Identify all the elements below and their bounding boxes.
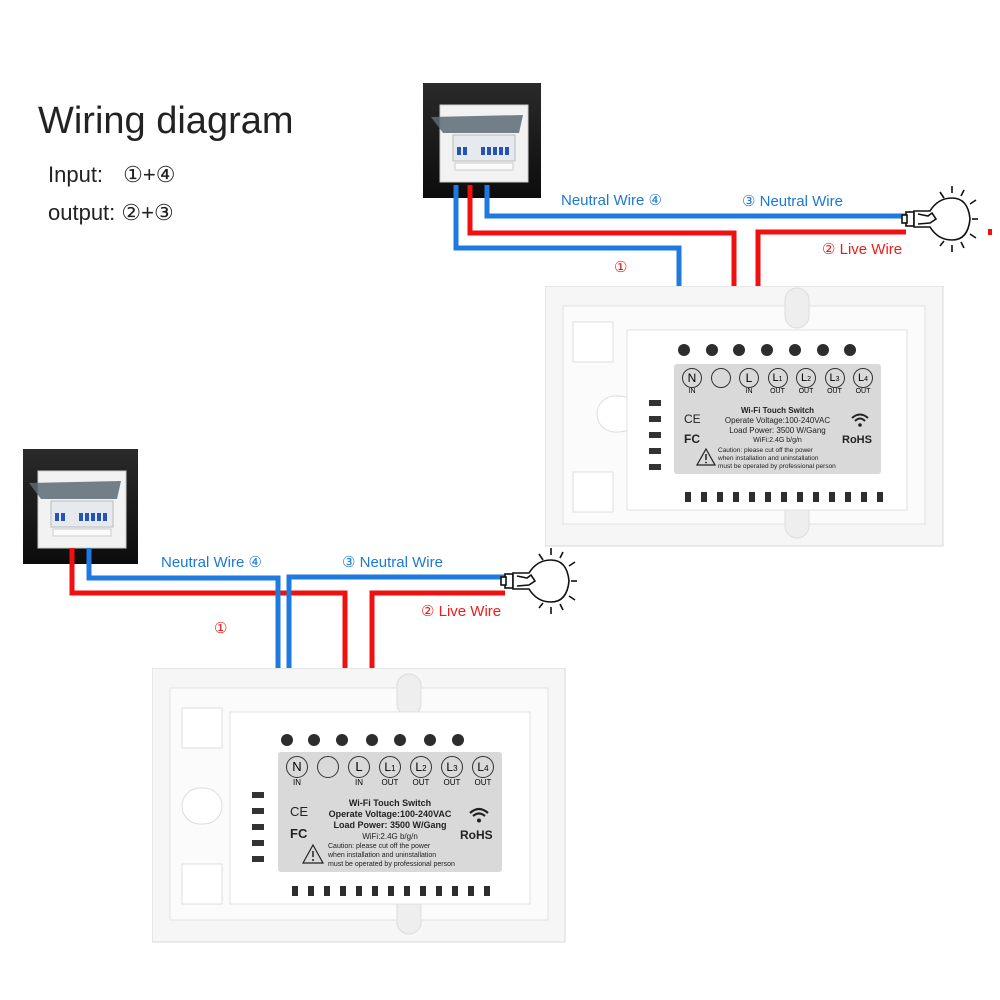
- bottom-light-bulb-icon: [500, 548, 577, 614]
- terminal-l3: L3 OUT: [439, 756, 465, 787]
- bottom-switch-spec-label: N IN L IN L1 OUT L2 OUT L3 OUT: [278, 752, 502, 872]
- terminal-row: N IN L IN L1 OUT L2 OUT L3 OUT: [278, 752, 502, 787]
- terminal-n: N IN: [680, 368, 704, 395]
- output-value: ②+③: [121, 200, 174, 225]
- terminal-l3: L3 OUT: [823, 368, 847, 395]
- bottom-distribution-box-icon: [23, 449, 138, 564]
- top-live-in-wire: [467, 185, 737, 332]
- fcc-mark-icon: FC: [684, 432, 700, 446]
- caution-text: Caution: please cut off the power when i…: [328, 843, 455, 868]
- rohs-mark-icon: RoHS: [842, 434, 872, 446]
- bottom-neutral-in-label: Neutral Wire ④: [161, 554, 262, 571]
- input-legend: Input: ①+④: [48, 162, 175, 188]
- top-light-bulb-icon: [901, 186, 978, 252]
- bottom-switch: N IN L IN L1 OUT L2 OUT L3 OUT: [151, 667, 567, 944]
- caution-text: Caution: please cut off the power when i…: [718, 447, 836, 470]
- wifi-icon: [851, 413, 869, 427]
- distribution-box-icon: [423, 83, 541, 198]
- output-legend: output: ②+③: [48, 200, 174, 226]
- fcc-mark-icon: FC: [290, 826, 308, 841]
- terminal-l1: L1 OUT: [377, 756, 403, 787]
- top-switch: N IN L IN L1 OUT L2 OUT L3 OUT: [544, 285, 945, 548]
- top-live-out-label: ② Live Wire: [822, 241, 903, 258]
- spec-text: Wi-Fi Touch Switch Operate Voltage:100-2…: [724, 406, 831, 444]
- bottom-live-in-label: ①: [214, 620, 228, 637]
- terminal-l2: L2 OUT: [794, 368, 818, 395]
- rohs-mark-icon: RoHS: [460, 828, 493, 842]
- terminal-l4: L4 OUT: [851, 368, 875, 395]
- bottom-live-in-wire: [69, 548, 348, 714]
- input-label: Input:: [48, 162, 104, 187]
- wifi-icon: [469, 807, 489, 823]
- input-value: ①+④: [123, 162, 176, 187]
- bottom-neutral-out-label: ③ Neutral Wire: [342, 554, 443, 571]
- terminal-blank: [315, 756, 341, 787]
- warning-icon: [696, 448, 716, 466]
- terminal-l1: L1 OUT: [766, 368, 790, 395]
- spec-text: Wi-Fi Touch Switch Operate Voltage:100-2…: [328, 798, 452, 841]
- top-neutral-in-label: Neutral Wire ④: [561, 192, 662, 209]
- output-label: output:: [48, 200, 116, 225]
- bottom-neutral-in-wire: [86, 548, 281, 714]
- top-neutral-out-wire: [484, 185, 906, 219]
- top-neutral-out-label: ③ Neutral Wire: [742, 193, 843, 210]
- bottom-live-out-label: ② Live Wire: [421, 603, 502, 620]
- top-switch-spec-label: N IN L IN L1 OUT L2 OUT L3 OUT: [674, 364, 881, 474]
- terminal-n: N IN: [284, 756, 310, 787]
- terminal-blank: [709, 368, 733, 395]
- terminal-l4: L4 OUT: [470, 756, 496, 787]
- terminal-row: N IN L IN L1 OUT L2 OUT L3 OUT: [674, 364, 881, 395]
- warning-icon: [302, 844, 324, 864]
- terminal-l-in: L IN: [737, 368, 761, 395]
- terminal-l2: L2 OUT: [408, 756, 434, 787]
- page-title: Wiring diagram: [38, 100, 294, 142]
- ce-mark-icon: CE: [684, 412, 701, 426]
- ce-mark-icon: CE: [290, 804, 309, 819]
- terminal-l-in: L IN: [346, 756, 372, 787]
- top-live-in-label: ①: [614, 259, 628, 276]
